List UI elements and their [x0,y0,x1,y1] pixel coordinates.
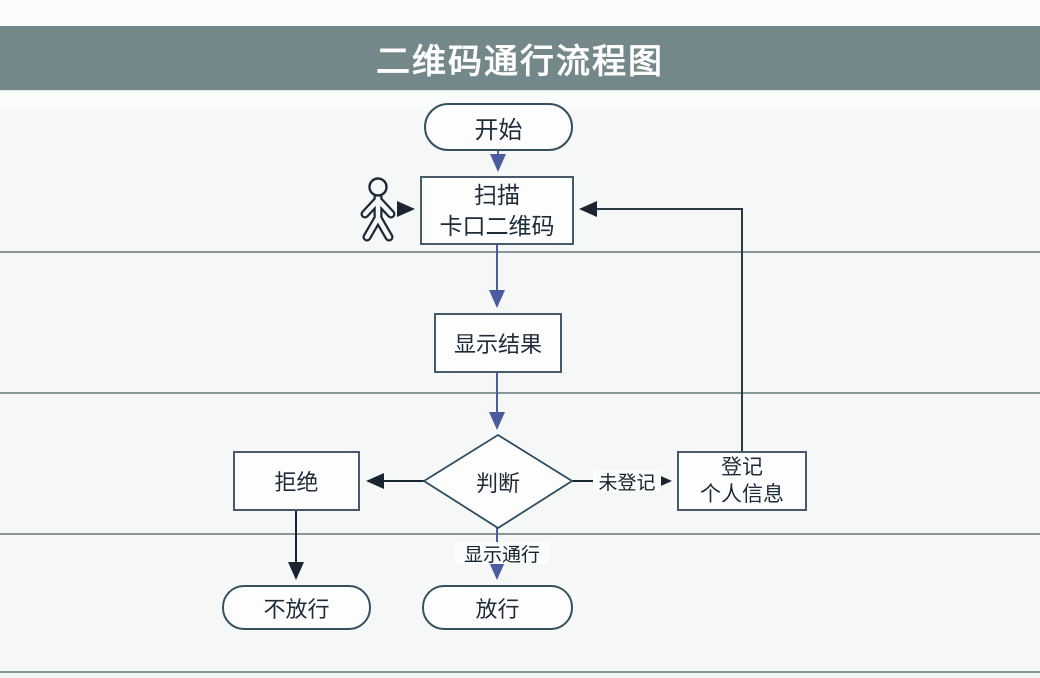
node-register-info: 登记 个人信息 [677,451,807,511]
header-shadow-band [0,91,1040,110]
node-pass: 放行 [422,585,573,630]
node-scan-line2: 卡口二维码 [439,213,555,239]
node-show-result: 显示结果 [434,313,562,373]
node-register-line2: 个人信息 [700,482,784,506]
decision-diamond [422,433,574,530]
person-icon [360,177,396,242]
lane-divider-1 [0,251,1040,253]
page-title: 二维码通行流程图 [376,43,664,81]
header-bar: 二维码通行流程图 [0,26,1040,91]
node-show-result-label: 显示结果 [453,332,542,357]
top-strip [0,0,1040,26]
node-reject-label: 拒绝 [274,470,319,495]
node-no-pass-label: 不放行 [263,596,330,622]
lane-divider-4 [0,671,1040,673]
bottom-strip [0,673,1040,678]
node-reject: 拒绝 [233,451,360,511]
lane-divider-2 [0,392,1040,394]
edge-label-show-pass: 显示通行 [455,542,549,566]
node-start-label: 开始 [474,117,523,144]
lane-divider-3 [0,533,1040,535]
edge-register-scan-feedback [579,201,743,451]
node-scan-qrcode: 扫描 卡口二维码 [420,176,574,245]
edge-label-unregistered: 未登记 [593,470,661,494]
node-start: 开始 [424,103,573,151]
node-pass-label: 放行 [475,596,520,622]
node-decision-label: 判断 [475,471,520,496]
node-scan-line1: 扫描 [474,182,520,208]
node-register-line1: 登记 [721,455,763,479]
node-no-pass: 不放行 [222,585,371,630]
